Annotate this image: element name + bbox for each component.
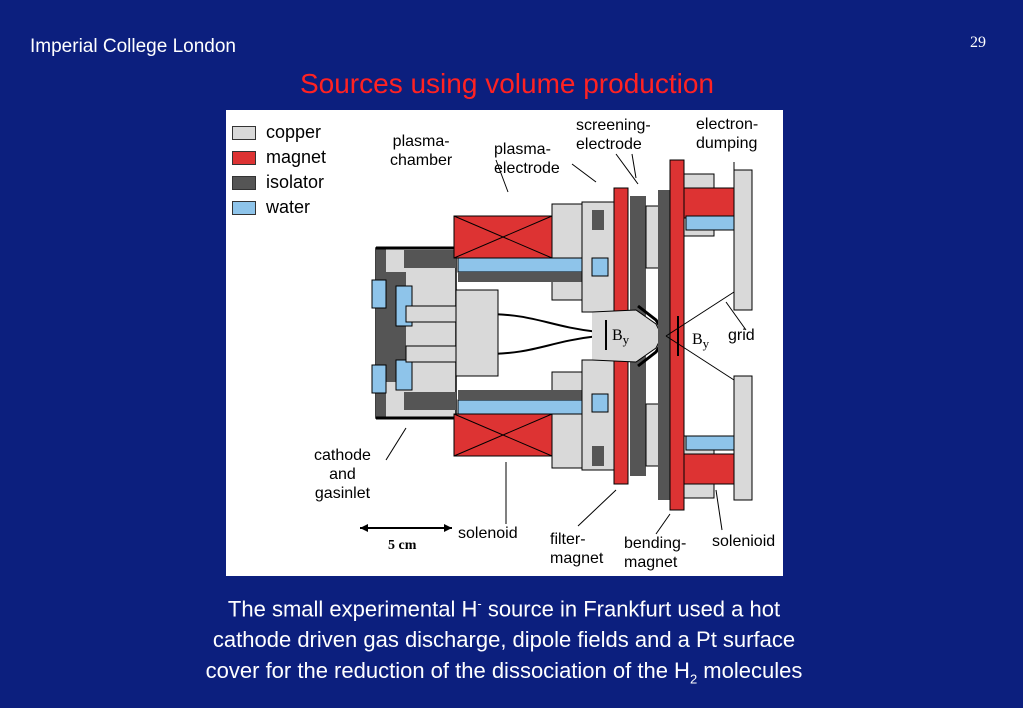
ion-source-diagram: copper magnet isolator water plasma- cha… — [226, 110, 783, 576]
filament-bottom — [483, 335, 599, 355]
label-scale: 5 cm — [388, 538, 417, 553]
legend-swatch-magnet — [232, 150, 256, 165]
label-field-right: By — [692, 331, 710, 352]
label-solenoid-left: solenoid — [458, 525, 518, 542]
label-electron-dumping: electron- dumping — [696, 116, 759, 152]
label-plasma-electrode: plasma- electrode — [494, 141, 560, 177]
legend-swatch-copper — [232, 125, 256, 140]
plasma-chamber-arrow — [495, 159, 509, 193]
legend-label-copper: copper — [266, 122, 322, 142]
chamber-water-top — [457, 257, 585, 273]
diagram-drawing — [360, 153, 753, 535]
screening-electrode-column — [658, 190, 670, 500]
solenoid-right-arrow — [715, 489, 723, 531]
grid-top — [733, 169, 753, 311]
label-cathode: cathode and gasinlet — [314, 447, 371, 502]
grid-arrow — [725, 301, 747, 331]
filter-magnet-bottom — [613, 349, 629, 485]
caption-line-2: cathode driven gas discharge, dipole fie… — [212, 627, 796, 653]
chamber-liner-top — [458, 272, 584, 282]
legend-swatch-water — [232, 200, 256, 215]
legend-copper: copper — [232, 120, 326, 145]
slide-title: Sources using volume production — [299, 68, 714, 99]
housing-isolator-left — [376, 248, 386, 418]
caption-line-1: The small experimental H- source in Fran… — [227, 596, 781, 622]
water-channel-inner-bottom — [395, 359, 413, 391]
page-number: 29 — [970, 34, 986, 51]
slide-caption: The small experimental H- source in Fran… — [0, 588, 1008, 695]
bending-magnet-arrow — [655, 513, 671, 535]
label-grid: grid — [728, 327, 755, 344]
cathode-arrow — [385, 427, 407, 461]
water-channel-left-bottom — [371, 364, 387, 394]
institution-name: Imperial College London — [30, 36, 236, 57]
label-field-left: By — [612, 327, 630, 348]
chamber-wall-bottom — [551, 371, 583, 469]
legend-magnet: magnet — [232, 145, 326, 170]
water-channel-left-top — [371, 279, 387, 309]
label-bending-magnet: bending- magnet — [624, 535, 687, 571]
screening-isolator-bottom — [630, 356, 646, 476]
legend-swatch-isolator — [232, 175, 256, 190]
caption-line-3: cover for the reduction of the dissociat… — [205, 658, 803, 687]
cathode-flange — [455, 289, 499, 377]
material-legend: copper magnet isolator water — [232, 120, 326, 220]
chamber-wall-top — [551, 203, 583, 301]
filament-top — [483, 313, 599, 333]
screening-electrode-arrow — [615, 153, 639, 185]
chamber-liner-bottom — [458, 390, 584, 400]
legend-label-water: water — [266, 197, 311, 217]
filter-magnet-arrow — [577, 489, 617, 527]
top-isolator-bar — [404, 250, 456, 268]
legend-water: water — [232, 195, 326, 220]
label-plasma-chamber: plasma- chamber — [390, 133, 453, 169]
electron-dump-magnet-top — [683, 187, 737, 219]
plasma-electrode-arrow — [571, 163, 597, 183]
screening-isolator-top — [630, 196, 646, 316]
bottom-isolator-bar — [404, 392, 456, 410]
electron-dump-magnet-bottom — [683, 453, 737, 485]
label-solenoid-right: solenioid — [712, 533, 776, 550]
filter-magnet-top — [613, 187, 629, 323]
grid-bottom — [733, 375, 753, 501]
legend-isolator: isolator — [232, 170, 326, 195]
legend-label-isolator: isolator — [266, 172, 325, 192]
legend-label-magnet: magnet — [266, 147, 327, 167]
chamber-water-bottom — [457, 399, 585, 415]
label-screening-electrode: screening- electrode — [576, 117, 651, 153]
label-filter-magnet: filter- magnet — [550, 531, 604, 567]
